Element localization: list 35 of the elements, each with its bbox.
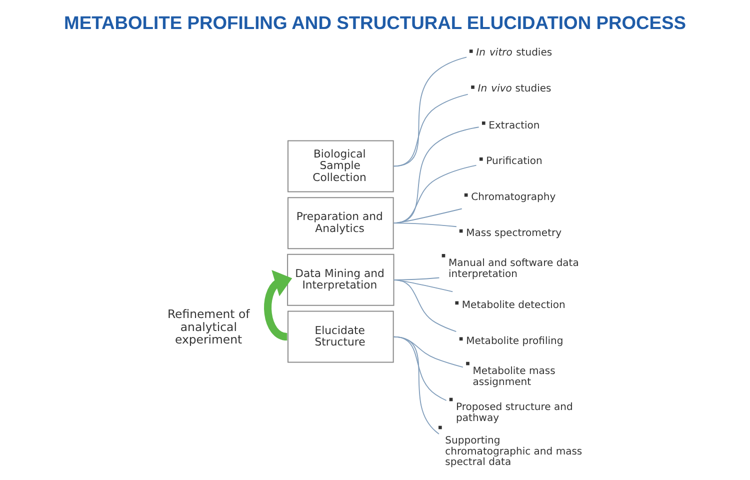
node-box	[438, 426, 442, 430]
node-box	[470, 86, 474, 89]
node-label: Metabolite detection	[461, 300, 565, 312]
node-label: Supporting chromatographic and mass spectral data	[444, 435, 582, 468]
node-box	[478, 157, 482, 161]
node-label: Manual and software data interpretation	[448, 258, 578, 280]
node-label: Extraction	[488, 120, 540, 132]
node-box	[448, 398, 452, 402]
connector	[392, 222, 456, 228]
connector	[392, 56, 467, 167]
connector	[392, 336, 439, 434]
node-box	[441, 254, 445, 258]
node-box	[458, 337, 462, 341]
node-box: Preparation and Analytics	[286, 197, 394, 250]
node-label: In vitro studies	[476, 48, 552, 59]
node-label: Metabolite mass assignment	[472, 366, 555, 388]
connector	[392, 94, 468, 167]
node-box: Data Mining and Interpretation	[286, 254, 394, 306]
node-label: Proposed structure and pathway	[456, 402, 572, 424]
node-box: Elucidate Structure	[286, 310, 394, 363]
node-box	[468, 50, 472, 53]
node-label: Chromatography	[470, 192, 556, 204]
node-label: Metabolite profiling	[466, 336, 563, 347]
node-box	[466, 362, 469, 366]
connector	[392, 279, 456, 332]
node-box	[481, 121, 485, 125]
node-label: In vivo studies	[477, 83, 551, 94]
node-label: Mass spectrometry	[466, 228, 562, 240]
node-box	[454, 301, 458, 305]
node-box	[464, 193, 468, 197]
node-label: Purification	[486, 156, 542, 168]
diagram-title: METABOLITE PROFILING AND STRUCTURAL ELUCIDATION PROCESS	[64, 12, 686, 33]
node-box	[458, 229, 462, 233]
edge-label: Refinement of analytical experiment	[166, 307, 250, 346]
node-box: Biological Sample Collection	[286, 140, 394, 192]
